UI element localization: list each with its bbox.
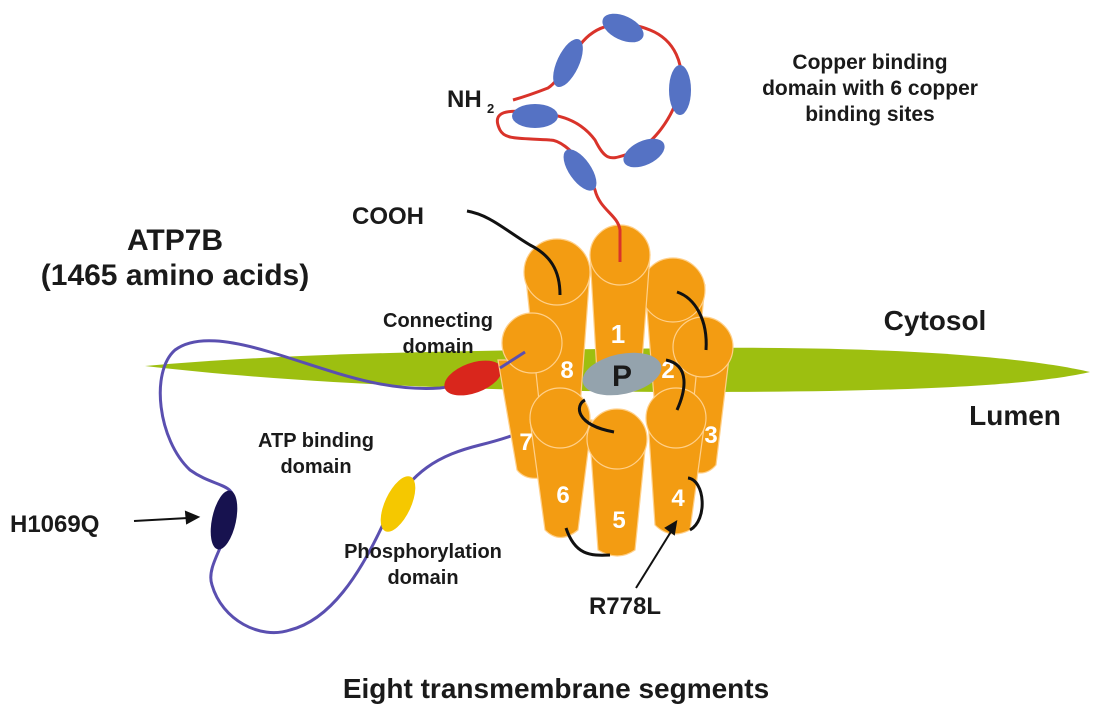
copper-sites xyxy=(512,13,691,191)
protein-name: ATP7B xyxy=(127,224,223,257)
phosphorylation-domain-marker xyxy=(380,476,416,532)
segment-label-1: 1 xyxy=(611,319,625,349)
atp-binding-label-1: ATP binding xyxy=(258,430,374,452)
copper-site-3 xyxy=(669,65,691,115)
p-site xyxy=(582,352,662,396)
h1069q-marker xyxy=(210,490,238,550)
nh2-label: NH xyxy=(447,86,482,113)
mutation-arrows xyxy=(133,510,678,589)
cytosol-label: Cytosol xyxy=(884,305,987,336)
segment-label-5: 5 xyxy=(612,507,625,534)
cooh-label: COOH xyxy=(352,203,424,230)
helix-5 xyxy=(589,439,647,557)
protein-length: (1465 amino acids) xyxy=(41,259,309,292)
segment-label-3: 3 xyxy=(704,422,717,449)
connecting-domain-label-2: domain xyxy=(402,336,473,358)
helix-6 xyxy=(529,419,593,539)
lumen-label: Lumen xyxy=(969,400,1061,431)
helix-loops xyxy=(466,209,708,557)
nh2-subscript: 2 xyxy=(487,101,494,116)
segment-label-8: 8 xyxy=(560,357,573,384)
copper-site-6 xyxy=(563,149,597,191)
segment-label-7: 7 xyxy=(519,429,532,456)
phosphorylation-label-2: domain xyxy=(387,567,458,589)
segment-label-6: 6 xyxy=(556,482,569,509)
copper-site-1 xyxy=(553,38,583,88)
p-site-label: P xyxy=(612,360,632,393)
atp-binding-label-2: domain xyxy=(280,456,351,478)
connecting-domain-label-1: Connecting xyxy=(383,310,493,332)
connecting-domain-marker xyxy=(444,360,502,396)
phosphorylation-label-1: Phosphorylation xyxy=(344,541,502,563)
segment-label-4: 4 xyxy=(671,485,685,512)
copper-domain-label-2: domain with 6 copper xyxy=(762,77,978,100)
copper-site-5 xyxy=(512,104,558,128)
r778l-label: R778L xyxy=(589,593,661,620)
copper-domain-label-1: Copper binding xyxy=(792,51,947,74)
copper-site-4 xyxy=(623,138,665,168)
copper-domain-label-3: binding sites xyxy=(805,103,935,126)
caption: Eight transmembrane segments xyxy=(343,673,769,704)
copper-site-2 xyxy=(602,13,644,43)
h1069q-label: H1069Q xyxy=(10,511,99,538)
segment-label-2: 2 xyxy=(661,357,674,384)
